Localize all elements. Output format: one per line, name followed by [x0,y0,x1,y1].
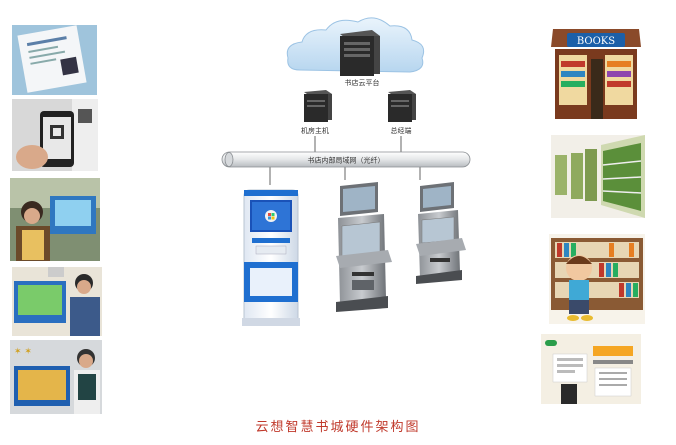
app-promo-photo [541,334,641,404]
diagram-caption: 云想智慧书城硬件架构图 [255,420,421,435]
terminal-server-label: 总经端 [391,126,412,135]
host-server-icon [304,90,332,122]
books-sign: BOOKS [577,36,615,47]
host-server-label: 机房主机 [301,126,329,135]
touchscreen-kiosk-blue [242,189,300,326]
self-service-kiosk-2 [416,182,466,284]
self-service-kiosk-1 [336,182,392,312]
library-shelves-photo [551,135,645,218]
kiosk-reading-photo: ✶ ✶ [10,340,102,414]
kiosk-reader-photo [12,267,102,336]
phone-scan-qr-photo [12,99,98,171]
terminal-server-icon [388,90,416,122]
network-connectors [269,136,421,185]
kiosk-user-photo [10,178,100,261]
bookstore-front-photo: BOOKS [549,19,643,124]
cloud-platform-label: 书店云平台 [345,78,380,87]
cloud-server-icon [340,30,380,76]
svg-text:✶ ✶: ✶ ✶ [14,347,32,357]
boy-bookshelf-photo [549,234,645,324]
lan-bus-label: 书店内部局域网（光纤） [308,156,385,165]
lan-bus [221,151,471,168]
membership-card-photo [12,25,97,95]
